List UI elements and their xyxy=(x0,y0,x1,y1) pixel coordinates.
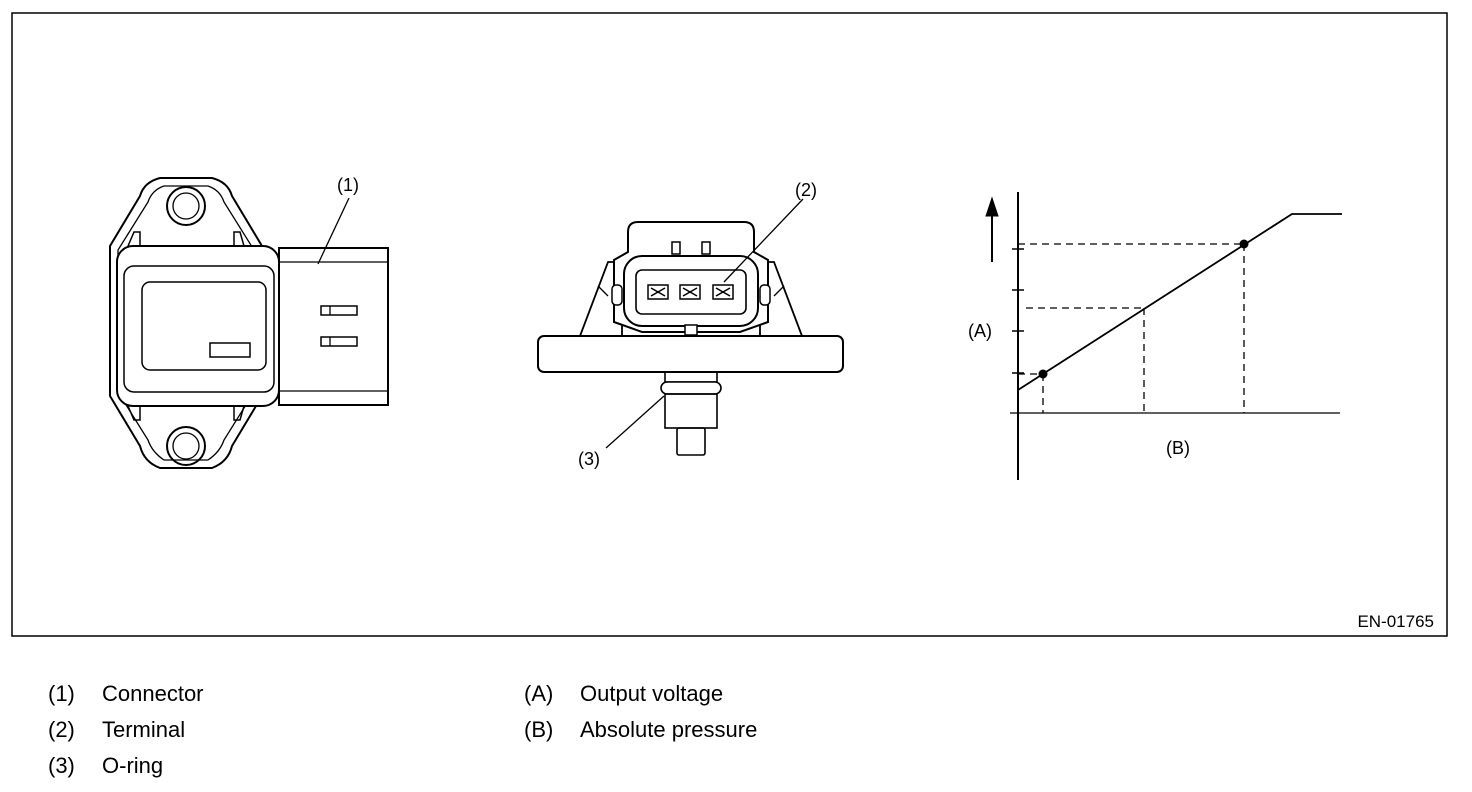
legend-text: Connector xyxy=(102,681,204,706)
base-plate xyxy=(537,335,844,373)
point-lower xyxy=(1038,369,1048,379)
legend-item: (2) Terminal xyxy=(48,712,204,748)
sensor-top-view xyxy=(109,177,389,469)
callout-terminal: (2) xyxy=(795,180,817,200)
legend-key: (B) xyxy=(524,717,554,742)
legend-item: (3) O-ring xyxy=(48,748,204,784)
legend-text: O-ring xyxy=(102,753,164,778)
figure-frame xyxy=(11,12,1448,637)
output-graph xyxy=(985,192,1342,480)
pressure-port xyxy=(664,371,718,383)
legend-text: Output voltage xyxy=(580,681,724,706)
sensor-figure: (1) xyxy=(11,12,1448,637)
legend-key: (1) xyxy=(48,681,75,706)
axis-label-b: (B) xyxy=(1166,438,1190,458)
callout-o-ring: (3) xyxy=(578,449,600,469)
legend-text: Terminal xyxy=(102,717,186,742)
sensor-front-view xyxy=(537,198,844,456)
legend-item: (B) Absolute pressure xyxy=(524,712,757,748)
o-ring xyxy=(660,381,722,395)
legend-item: (1) Connector xyxy=(48,676,204,712)
mounting-hole-bottom xyxy=(166,426,206,466)
callout-connector: (1) xyxy=(337,175,359,195)
characteristic-line xyxy=(1017,213,1342,391)
figure-code: EN-01765 xyxy=(1357,612,1434,631)
legend-key: (3) xyxy=(48,753,75,778)
legend-item: (A) Output voltage xyxy=(524,676,757,712)
legend-right: (A) Output voltage (B) Absolute pressure xyxy=(524,676,757,748)
legend-key: (2) xyxy=(48,717,75,742)
point-upper xyxy=(1239,239,1249,249)
terminal-pins xyxy=(647,284,734,300)
legend-key: (A) xyxy=(524,681,554,706)
legend-text: Absolute pressure xyxy=(580,717,758,742)
legend-left: (1) Connector (2) Terminal (3) O-ring xyxy=(48,676,204,784)
mounting-hole-top xyxy=(166,186,206,226)
axis-label-a: (A) xyxy=(968,321,992,341)
connector-housing xyxy=(278,247,389,406)
